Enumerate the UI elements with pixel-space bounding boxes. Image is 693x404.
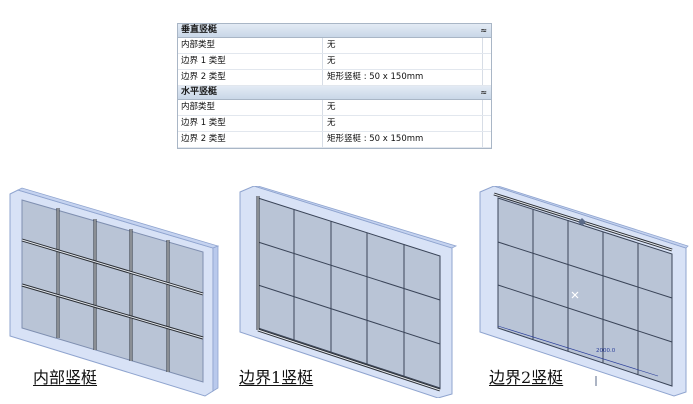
property-value[interactable]: 无	[327, 40, 336, 50]
row-edge	[482, 116, 491, 131]
group-header-vertical-mullions[interactable]: 垂直竖梃 ≈	[178, 24, 491, 38]
row-edge	[482, 38, 491, 53]
group-header-horizontal-mullions[interactable]: 水平竖梃 ≈	[178, 86, 491, 100]
property-value[interactable]: 无	[327, 102, 336, 112]
collapse-icon[interactable]: ≈	[480, 88, 487, 97]
property-value[interactable]: 矩形竖梃 : 50 x 150mm	[327, 134, 424, 144]
row-edge	[482, 54, 491, 69]
property-label: 内部类型	[178, 38, 323, 53]
pin-icon[interactable]	[571, 291, 579, 299]
property-label: 边界 1 类型	[178, 116, 323, 131]
property-label: 边界 2 类型	[178, 132, 323, 147]
property-row[interactable]: 边界 1 类型 无	[178, 54, 491, 70]
group-title: 垂直竖梃	[181, 25, 218, 35]
wall-border2-mullions: 2000.0	[479, 186, 689, 397]
property-row[interactable]: 边界 2 类型 矩形竖梃 : 50 x 150mm	[178, 70, 491, 86]
property-row[interactable]: 边界 1 类型 无	[178, 116, 491, 132]
grid-lines	[257, 209, 441, 376]
selection-grip-icon[interactable]	[578, 218, 586, 226]
dimension-text[interactable]: 2000.0	[596, 348, 616, 354]
property-value[interactable]: 矩形竖梃 : 50 x 150mm	[327, 72, 424, 82]
row-edge	[482, 70, 491, 85]
grid-lines	[497, 209, 673, 374]
property-row[interactable]: 边界 2 类型 矩形竖梃 : 50 x 150mm	[178, 132, 491, 148]
row-edge	[482, 100, 491, 115]
wall-interior-mullions	[9, 187, 220, 397]
wall-border1-mullions	[239, 186, 458, 398]
property-label: 边界 2 类型	[178, 70, 323, 85]
property-row[interactable]: 内部类型 无	[178, 100, 491, 116]
property-value[interactable]: 无	[327, 56, 336, 66]
property-value[interactable]: 无	[327, 118, 336, 128]
property-label: 边界 1 类型	[178, 54, 323, 69]
row-edge	[482, 132, 491, 147]
property-row[interactable]: 内部类型 无	[178, 38, 491, 54]
property-label: 内部类型	[178, 100, 323, 115]
caption-border1-mullions: 边界1竖梃	[239, 368, 314, 387]
group-title: 水平竖梃	[181, 87, 218, 97]
collapse-icon[interactable]: ≈	[480, 26, 487, 35]
properties-panel: 垂直竖梃 ≈ 内部类型 无 边界 1 类型 无 边界 2 类型 矩形竖梃 : 5…	[177, 23, 492, 149]
caption-interior-mullions: 内部竖梃	[33, 368, 98, 387]
caption-border2-mullions: 边界2竖梃	[489, 368, 564, 387]
